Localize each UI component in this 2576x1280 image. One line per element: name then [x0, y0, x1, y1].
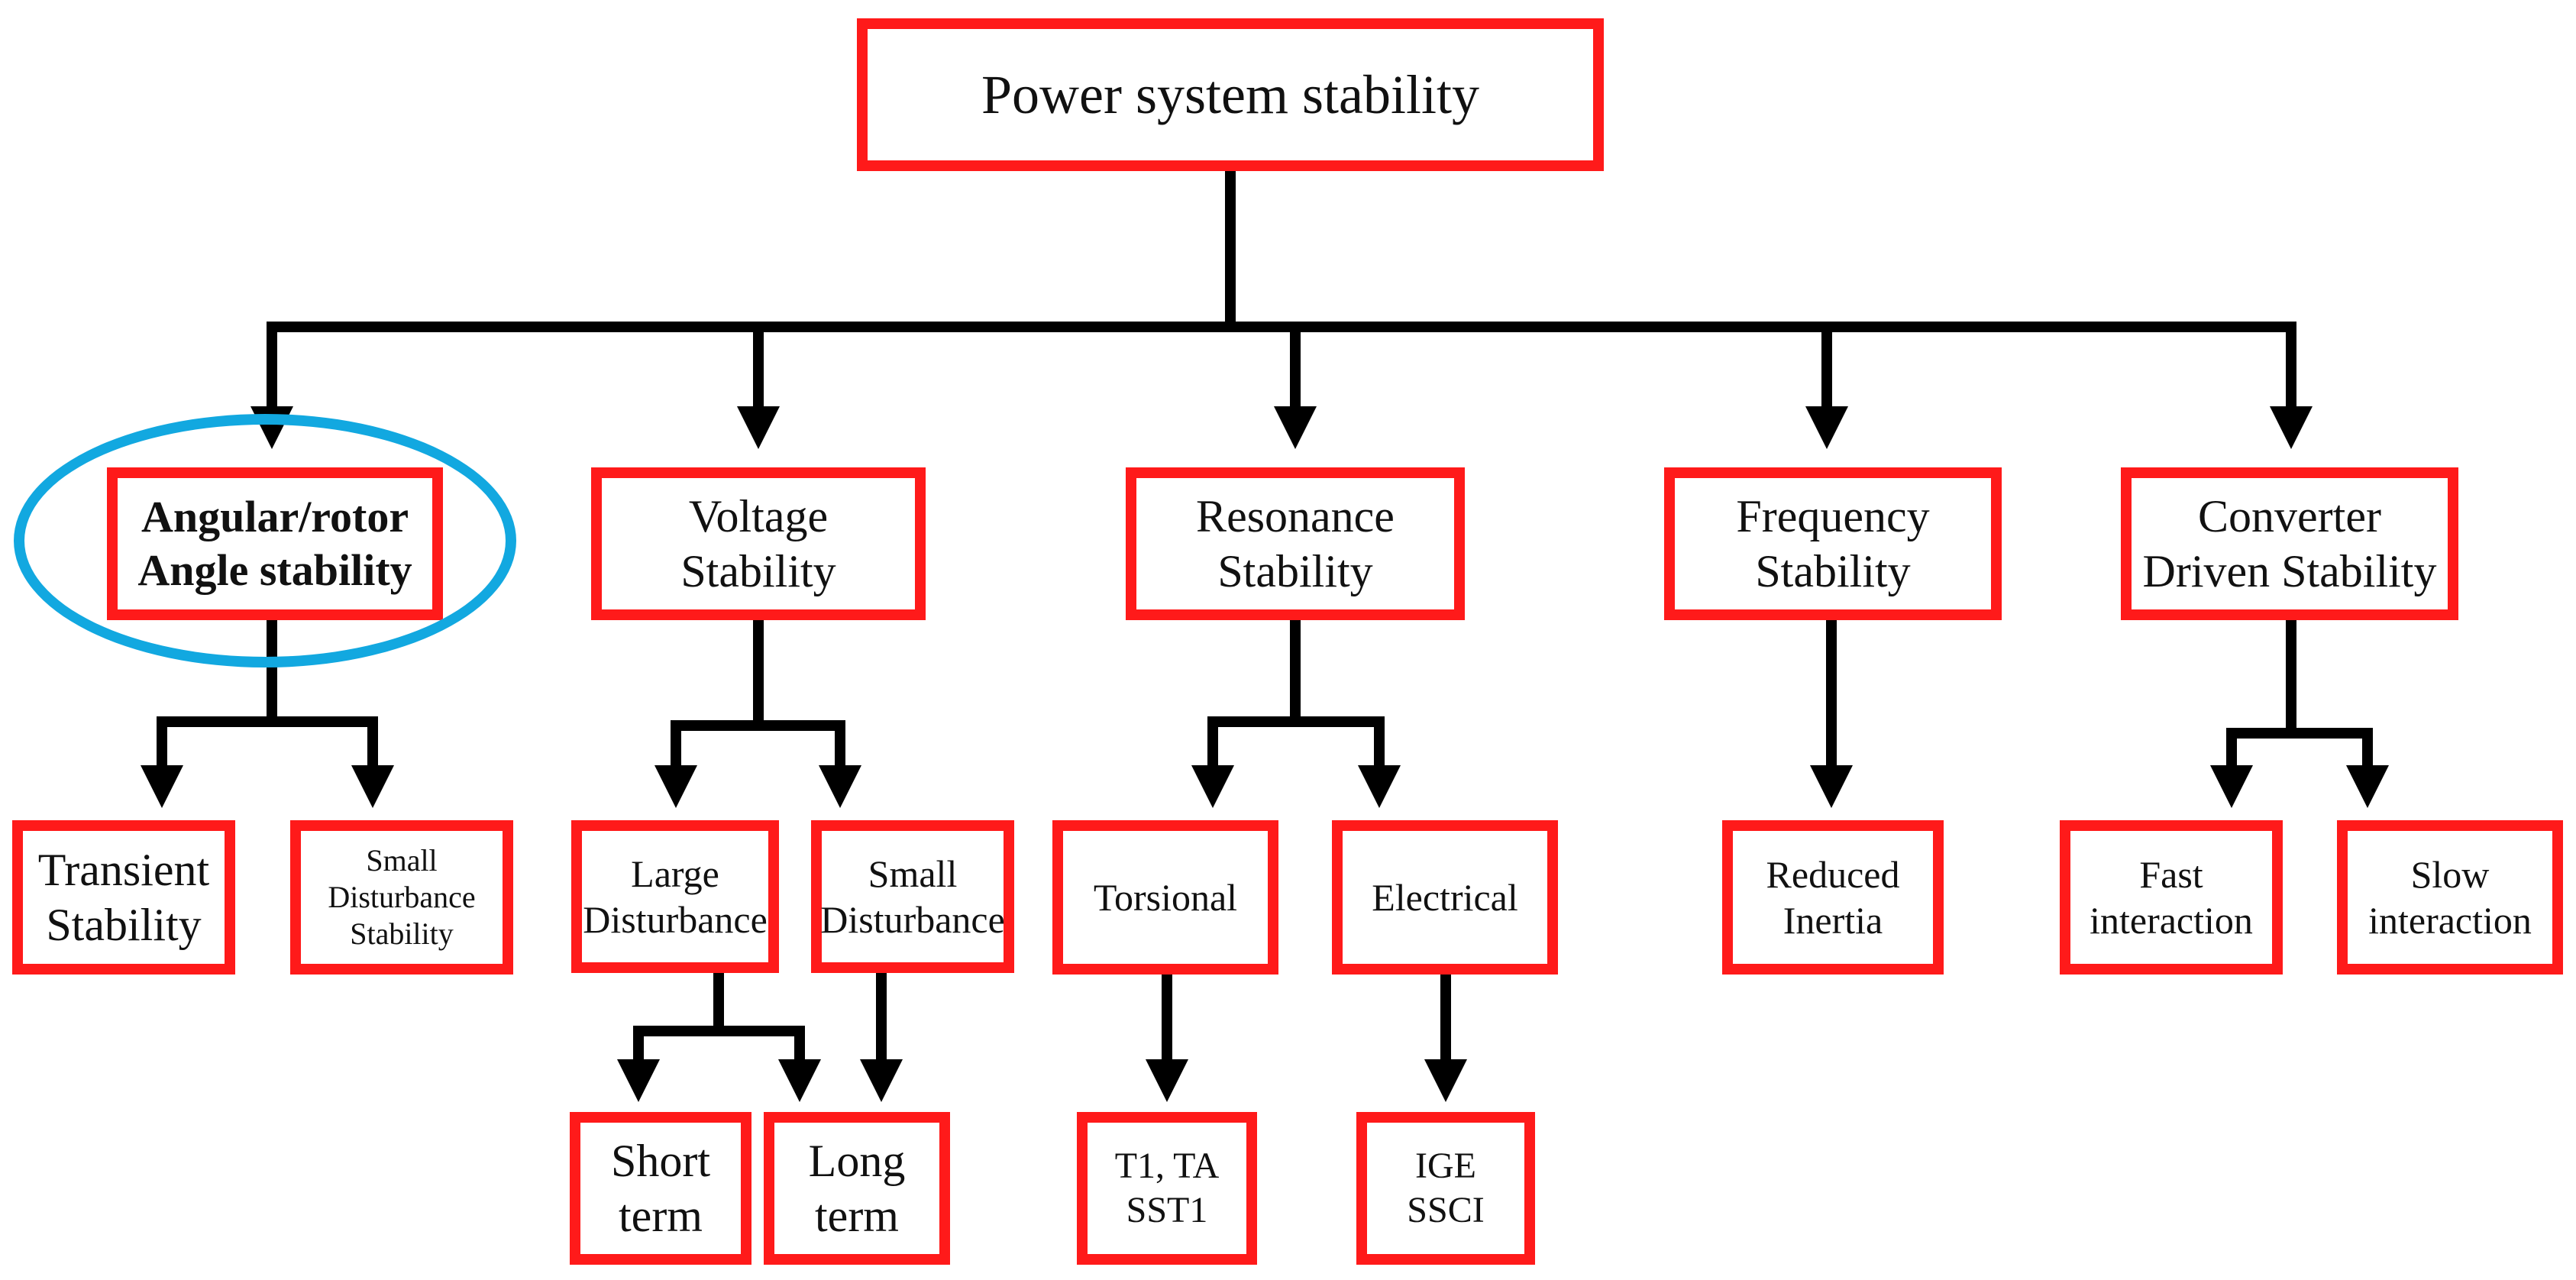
sub-fast-interaction-label: Fast interaction: [2090, 853, 2253, 942]
sub-torsional-label: Torsional: [1093, 876, 1238, 919]
sub-large-disturbance-label: Large Disturbance: [583, 852, 768, 941]
sub-reduced-inertia-label: Reduced Inertia: [1766, 853, 1900, 942]
category-converter-stability: Converter Driven Stability: [2121, 467, 2458, 620]
sub-small-disturbance-angle: Small Disturbance Stability: [290, 820, 513, 975]
sub-electrical-label: Electrical: [1372, 876, 1518, 919]
leaf-short-term-label: Short term: [610, 1136, 711, 1241]
sub-small-disturbance-voltage-label: Small Disturbance: [820, 852, 1005, 941]
sub-electrical: Electrical: [1332, 820, 1558, 975]
sub-reduced-inertia: Reduced Inertia: [1722, 820, 1944, 975]
leaf-torsional-types-label: T1, TA SST1: [1114, 1146, 1220, 1230]
sub-slow-interaction-label: Slow interaction: [2368, 853, 2532, 942]
category-frequency-stability: Frequency Stability: [1664, 467, 2002, 620]
root-node-label: Power system stability: [981, 63, 1479, 125]
root-node: Power system stability: [857, 18, 1604, 171]
sub-transient-label: Transient Stability: [37, 845, 210, 950]
highlight-ellipse: [14, 414, 516, 667]
category-voltage-label: Voltage Stability: [680, 491, 836, 596]
sub-transient-stability: Transient Stability: [12, 820, 235, 975]
category-converter-label: Converter Driven Stability: [2142, 491, 2437, 596]
leaf-long-term-label: Long term: [808, 1136, 906, 1241]
leaf-electrical-types-label: IGE SSCI: [1407, 1146, 1485, 1230]
category-voltage-stability: Voltage Stability: [591, 467, 926, 620]
leaf-electrical-types: IGE SSCI: [1356, 1112, 1535, 1265]
sub-small-disturbance-voltage: Small Disturbance: [811, 820, 1014, 973]
category-resonance-stability: Resonance Stability: [1126, 467, 1465, 620]
sub-small-disturbance-angle-label: Small Disturbance Stability: [328, 843, 476, 951]
sub-slow-interaction: Slow interaction: [2337, 820, 2563, 975]
sub-large-disturbance: Large Disturbance: [571, 820, 779, 973]
sub-fast-interaction: Fast interaction: [2060, 820, 2283, 975]
sub-torsional: Torsional: [1052, 820, 1278, 975]
leaf-short-term: Short term: [570, 1112, 751, 1265]
leaf-torsional-types: T1, TA SST1: [1077, 1112, 1257, 1265]
leaf-long-term: Long term: [764, 1112, 950, 1265]
category-resonance-label: Resonance Stability: [1196, 491, 1395, 596]
category-frequency-label: Frequency Stability: [1736, 491, 1930, 596]
